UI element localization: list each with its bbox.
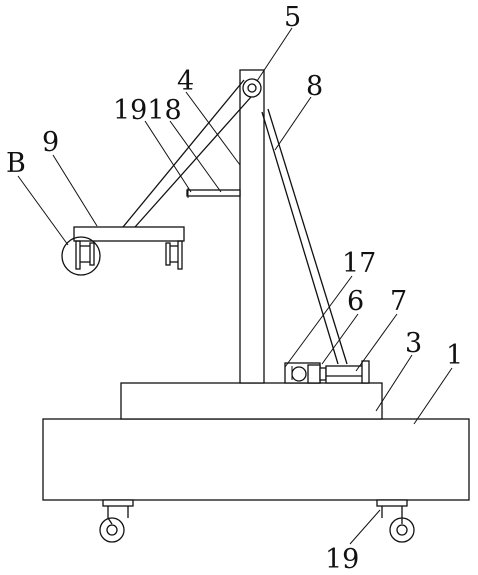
platform: [120, 382, 383, 420]
label-5: 5: [284, 2, 301, 33]
label-1918: 1918: [113, 95, 182, 126]
label-4: 4: [177, 66, 194, 97]
push-rod: [261, 108, 348, 365]
motor-assembly: [284, 362, 327, 384]
label-6: 6: [347, 286, 364, 317]
support-rod: [186, 188, 241, 198]
label-8: 8: [306, 71, 323, 102]
label-9: 9: [42, 127, 59, 158]
top-pivot: [242, 78, 262, 98]
vertical-column: [239, 69, 265, 384]
label-b: B: [6, 148, 26, 179]
label-1: 1: [446, 340, 463, 371]
leader-lines: [17, 27, 453, 545]
right-caster: [376, 499, 415, 543]
screw-cylinder: [325, 360, 370, 384]
label-7: 7: [390, 286, 407, 317]
label-19: 19: [325, 544, 359, 575]
base-body: [42, 418, 470, 501]
hanging-beam: [73, 226, 185, 270]
boom-arm: [122, 79, 252, 228]
label-3: 3: [405, 328, 422, 359]
label-17: 17: [342, 248, 376, 279]
detail-b-circle: [61, 236, 101, 276]
left-caster: [99, 499, 134, 543]
